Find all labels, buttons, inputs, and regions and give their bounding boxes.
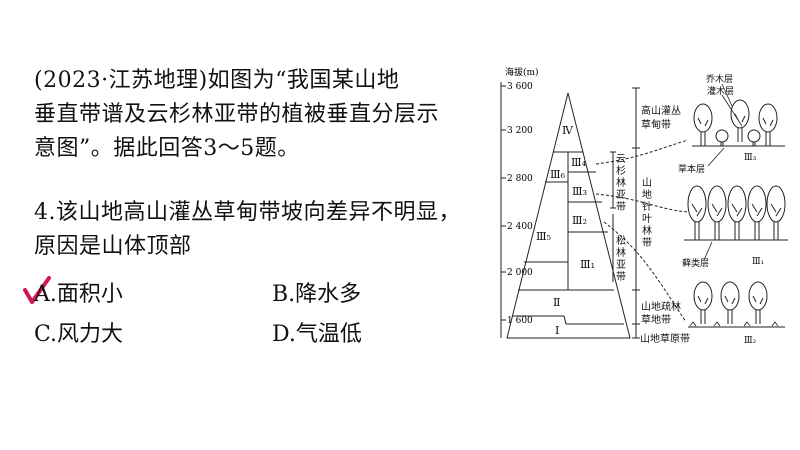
question-line-3: 意图”。据此回答3～5题。 [34,136,300,161]
layer-moss-label: 藓类层 [682,257,709,269]
y-axis-title: 海拔(m) [505,66,539,78]
belt-steppe: 山地草原带 [640,332,690,345]
belt-sparse-line2: 草地带 [641,313,671,326]
question-line-5: 原因是山体顶部 [34,234,192,259]
belt-conifer-char: 针 [642,200,652,213]
belt-sparse-line1: 山地疏林 [641,300,681,313]
y-tick-label: 1 600 [507,316,533,326]
belt-alpine-shrub-line2: 草甸带 [641,118,671,131]
question-line-4: 4.该山地高山灌丛草甸带坡向差异不明显， [34,200,461,225]
belt-conifer-char: 地 [642,188,652,201]
option-c[interactable]: C.风力大 [34,322,124,347]
y-tick-label: 3 200 [507,126,533,136]
belt-spruce-char: 杉 [616,164,626,177]
zone-label-III3: Ⅲ₃ [572,185,587,198]
zone-label-III4: Ⅲ₄ [571,156,587,169]
zone-label-III5: Ⅲ₅ [536,230,551,243]
vegetation-figure: 海拔(m) 3 600 3 200 2 800 2 400 2 000 1 60… [500,66,788,346]
question-line-2: 垂直带谱及云杉林亚带的植被垂直分层示 [34,102,440,127]
panel-top-label: Ⅲ₃ [744,153,757,163]
zone-label-III2: Ⅲ₂ [572,214,587,227]
check-mark-icon [23,276,51,304]
option-b[interactable]: B.降水多 [272,282,362,307]
y-tick-label: 3 600 [507,82,533,92]
option-d[interactable]: D.气温低 [272,322,362,347]
y-tick-label: 2 000 [507,268,533,278]
panel-bottom-label: Ⅲ₂ [744,336,757,346]
belt-conifer-char: 林 [642,224,652,237]
question-line-1: (2023·江苏地理)如图为“我国某山地 [34,68,400,93]
belt-conifer-char: 叶 [642,213,652,225]
zone-label-III6: Ⅲ₆ [550,168,566,181]
belt-pine-char: 林 [616,246,626,259]
belt-pine-char: 亚 [616,260,626,271]
belt-pine-char: 松 [616,234,626,247]
panel-bottom-trees [688,281,785,328]
option-a[interactable]: A.面积小 [34,282,123,307]
belt-alpine-shrub-line1: 高山灌丛 [641,104,681,117]
y-axis-ticks: 3 600 3 200 2 800 2 400 2 000 1 600 [501,82,533,326]
zone-label-II: Ⅱ [553,296,560,309]
zone-label-I: Ⅰ [555,324,559,337]
belt-spruce-char: 亚 [616,190,626,201]
panel-top-trees [692,99,785,147]
panel-middle-trees [684,185,788,241]
panel-middle-label: Ⅲ₁ [752,257,764,267]
layer-tree-label: 乔木层 [706,73,733,85]
layer-shrub-label: 灌木层 [707,85,734,97]
belt-pine-char: 带 [616,271,626,283]
layer-herb-label: 草本层 [678,163,705,175]
belt-spruce-char: 林 [616,176,626,189]
zone-label-IV: Ⅳ [562,124,574,137]
y-tick-label: 2 400 [507,222,533,232]
belt-conifer-char: 山 [642,177,652,189]
y-tick-label: 2 800 [507,174,533,184]
zone-label-III1: Ⅲ₁ [580,258,595,271]
mountain-diagram [506,92,631,339]
belt-conifer-char: 带 [642,237,652,249]
belt-spruce-char: 带 [616,201,626,213]
